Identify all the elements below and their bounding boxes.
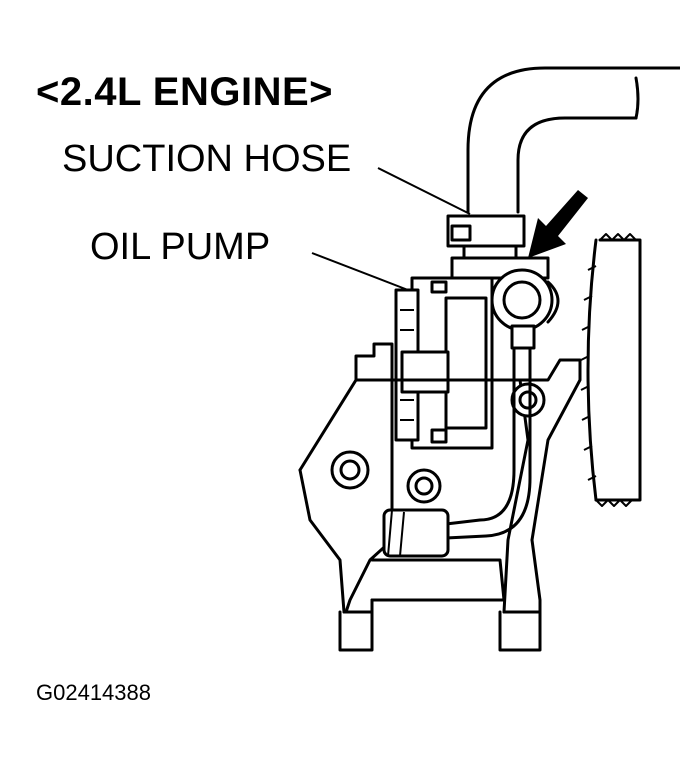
suction-hose-label: SUCTION HOSE xyxy=(62,138,352,180)
oil-pump-body xyxy=(394,256,550,450)
banjo-fitting xyxy=(490,268,560,350)
direction-arrow-icon xyxy=(528,190,588,258)
mounting-bracket xyxy=(298,342,582,652)
pulley xyxy=(580,233,642,507)
leader-lines xyxy=(311,167,471,291)
diagram-title: <2.4L ENGINE> xyxy=(36,70,334,114)
pressure-pipe xyxy=(382,346,532,558)
suction-hose xyxy=(446,66,680,266)
oil-pump-leader xyxy=(311,252,409,291)
suction-hose-leader xyxy=(377,167,471,215)
figure-id: G02414388 xyxy=(36,680,151,705)
oil-pump-label: OIL PUMP xyxy=(90,226,271,268)
